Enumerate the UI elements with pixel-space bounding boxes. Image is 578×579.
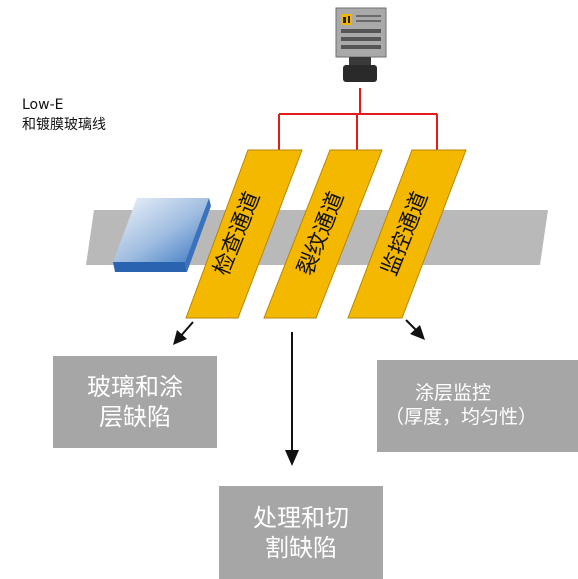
- camera-icon: [335, 7, 387, 82]
- output-center-line1: 处理和切: [253, 503, 349, 532]
- arrow-to-right-output: [405, 319, 425, 340]
- output-left-line2: 层缺陷: [99, 403, 171, 431]
- output-right-line1: 涂层监控: [415, 382, 492, 405]
- line-title-primary: Low-E: [22, 97, 64, 113]
- channel-strip-inspection: 检查通道: [185, 149, 303, 319]
- camera-wiring: [278, 88, 438, 150]
- output-box-handling-cutting-defects: 处理和切 割缺陷: [219, 486, 383, 579]
- output-box-coating-monitoring: 涂层监控 （厚度，均匀性）: [377, 360, 578, 452]
- output-box-glass-coating-defects: 玻璃和涂 层缺陷: [53, 356, 217, 448]
- arrow-to-center-output: [285, 332, 299, 466]
- output-right-line2: （厚度，均匀性）: [385, 406, 538, 428]
- glass-pane-icon: [113, 198, 211, 272]
- output-center-line2: 割缺陷: [265, 533, 337, 562]
- output-left-line1: 玻璃和涂: [87, 373, 183, 401]
- arrow-to-left-output: [173, 321, 194, 345]
- line-title-secondary: 和镀膜玻璃线: [22, 117, 106, 133]
